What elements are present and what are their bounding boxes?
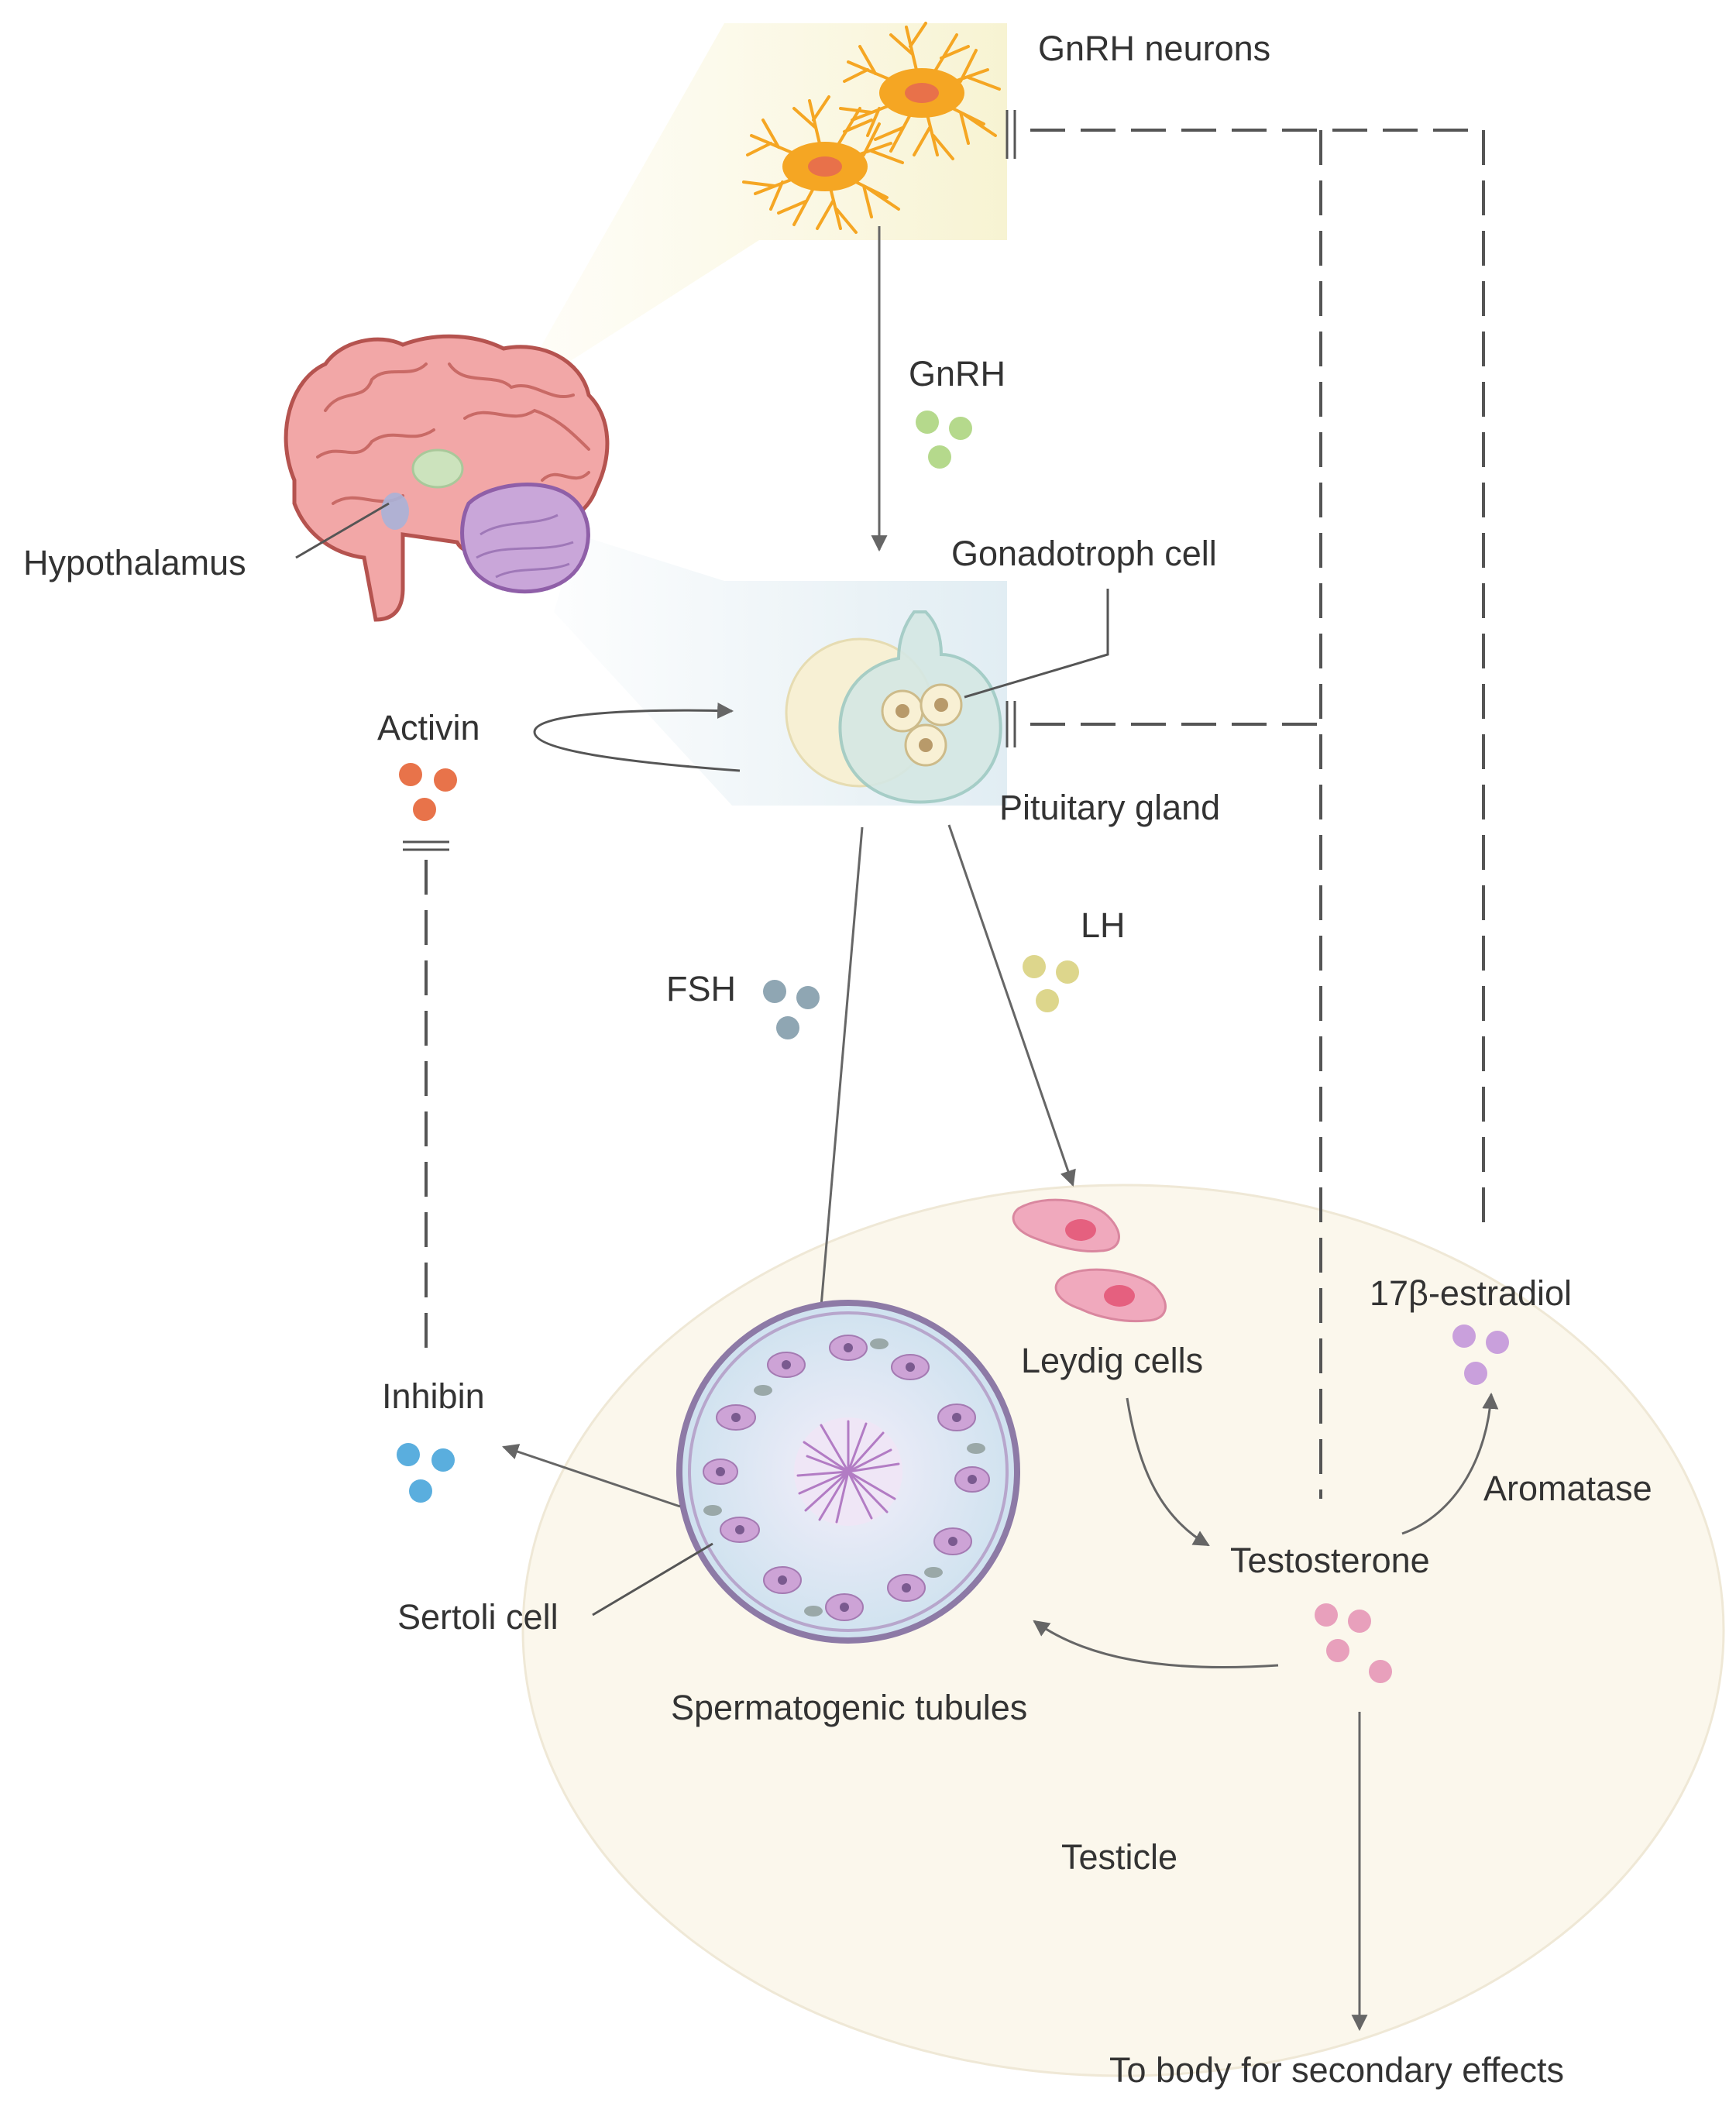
gnrh-neurons-label: GnRH neurons [1038, 29, 1270, 68]
gnrh-zoom-beam [511, 23, 1007, 399]
lh-arrow [947, 824, 1076, 1187]
gonadotroph-cells [881, 683, 963, 767]
spermatogenic-tubules-label: Spermatogenic tubules [671, 1688, 1027, 1727]
testosterone-to-tubules-arrow [1033, 1620, 1279, 1669]
aromatase-arrow [1401, 1392, 1499, 1535]
leydig-to-testosterone-arrow [1126, 1397, 1210, 1547]
to-body-label: To body for secondary effects [1109, 2050, 1564, 2090]
hypothalamus-leader-line [295, 502, 390, 559]
neuron-inhibition-bar [1006, 110, 1016, 159]
gnrh-neuron-cells [742, 22, 1001, 234]
pituitary-inhibition-bar [1006, 701, 1016, 747]
gnrh-granules [916, 411, 972, 469]
lh-granules [1023, 955, 1079, 1012]
estradiol-granules [1452, 1324, 1509, 1385]
gonadotroph-cell-label: Gonadotroph cell [951, 534, 1217, 573]
testicle-label: Testicle [1061, 1837, 1177, 1877]
hypothalamus-label: Hypothalamus [23, 543, 246, 582]
testosterone-granules [1315, 1603, 1392, 1683]
pituitary-gland-illustration [785, 610, 1002, 804]
activin-loop-arrow [533, 703, 741, 772]
gonadotroph-leader-line [964, 589, 1109, 699]
aromatase-label: Aromatase [1483, 1469, 1652, 1508]
pituitary-gland-label: Pituitary gland [999, 788, 1220, 827]
lh-label: LH [1081, 905, 1126, 945]
activin-label: Activin [377, 708, 480, 747]
testosterone-label: Testosterone [1230, 1541, 1430, 1580]
sertoli-cell-label: Sertoli cell [397, 1597, 559, 1637]
leydig-cells-illustration [1012, 1198, 1167, 1323]
sertoli-to-inhibin-arrow [502, 1444, 681, 1508]
feedback-dashed-lines [1030, 129, 1485, 1499]
fsh-label: FSH [666, 969, 736, 1008]
spermatogenic-tubule-illustration [676, 1300, 1020, 1644]
fsh-arrow [810, 826, 864, 1354]
inhibin-label: Inhibin [382, 1376, 485, 1416]
sertoli-leader-line [592, 1542, 713, 1617]
fsh-granules [763, 980, 820, 1039]
estradiol-label: 17β-estradiol [1370, 1273, 1572, 1313]
activin-inhibin-block [403, 840, 449, 851]
brain-illustration [284, 334, 610, 622]
activin-granules [399, 763, 457, 821]
leydig-cells-label: Leydig cells [1021, 1341, 1203, 1380]
gnrh-label: GnRH [909, 354, 1006, 393]
inhibin-granules [397, 1443, 455, 1503]
